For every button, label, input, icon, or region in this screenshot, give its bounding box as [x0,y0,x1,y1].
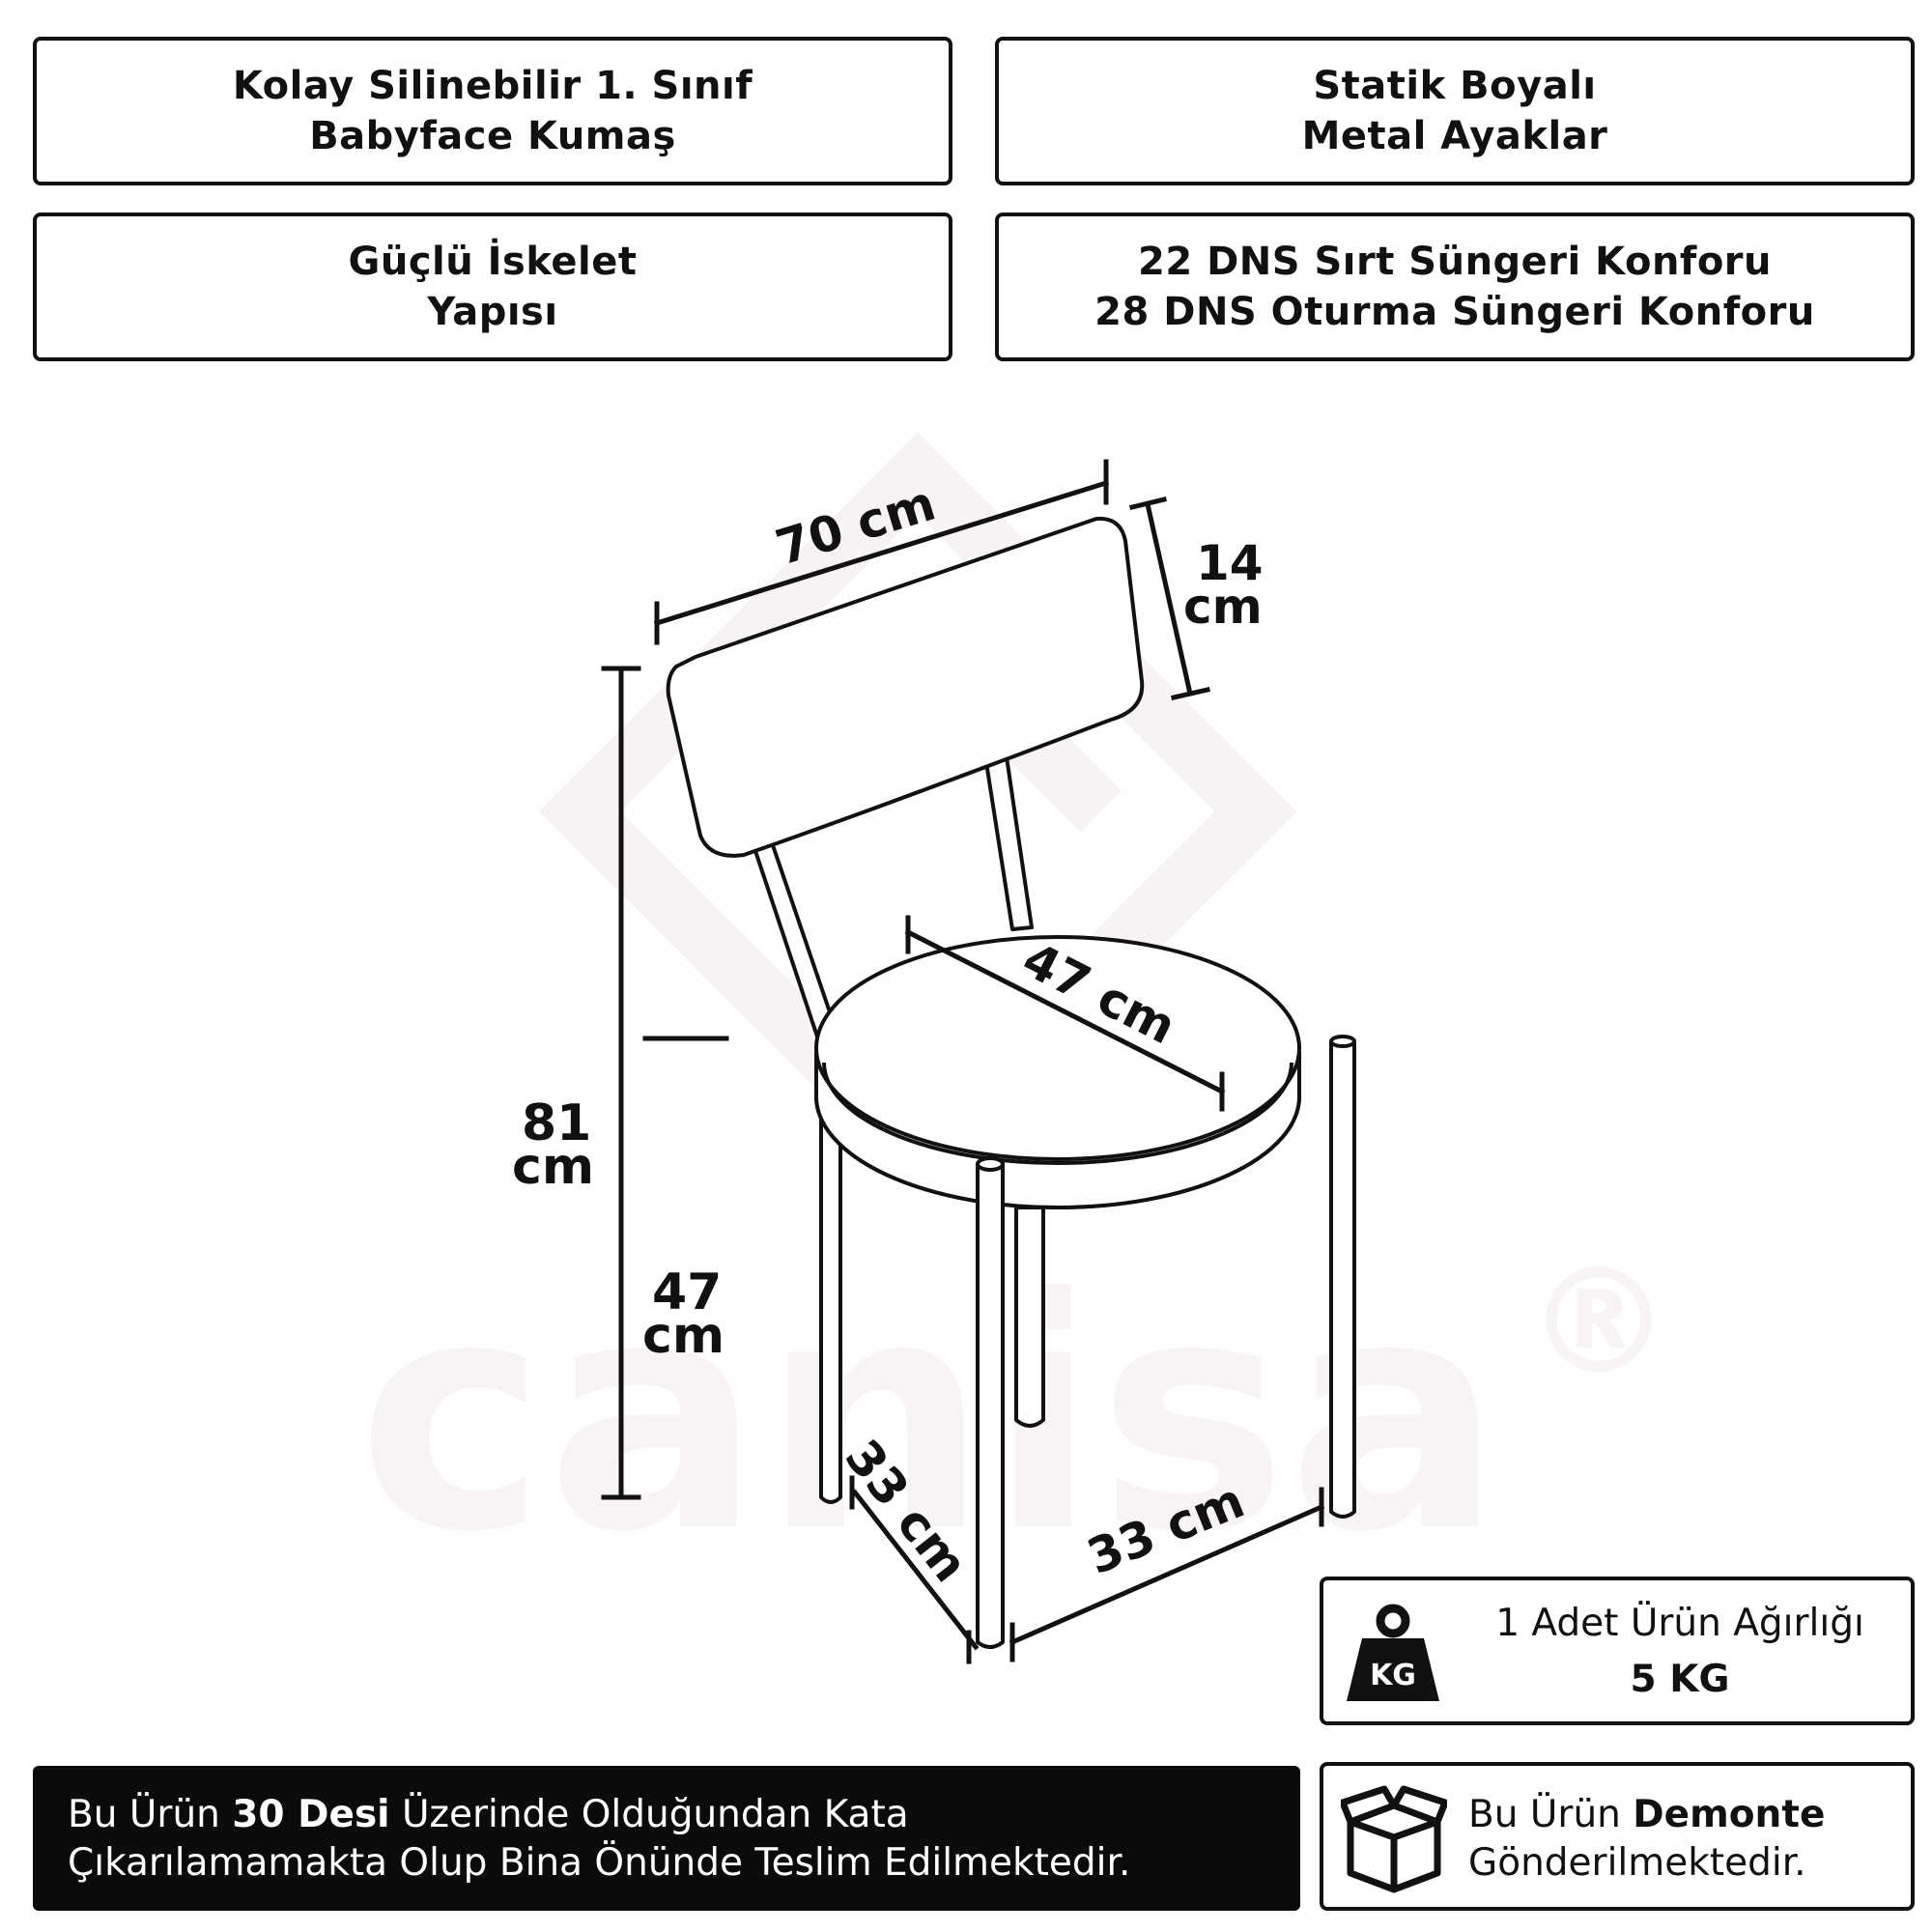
feature-legs-line1: Statik Boyalı [1313,64,1597,108]
dim-total-height-value: 81 [522,1094,591,1152]
assembly-box: Bu Ürün Demonte Gönderilmektedir. [1320,1762,1915,1911]
assembly-bold: Demonte [1633,1793,1826,1836]
dim-leg-depth-line [851,1489,980,1651]
front-leg-center [976,1162,1005,1649]
feature-frame-line1: Güçlü İskelet [348,240,638,284]
assembly-text: Bu Ürün Demonte Gönderilmektedir. [1468,1791,1825,1888]
delivery-prefix: Bu Ürün [68,1793,233,1836]
feature-box-legs: Statik Boyalı Metal Ayaklar [995,37,1915,185]
seat-piping [822,1062,1293,1165]
dim-backrest-height-line [1145,501,1193,696]
box-package-icon [1341,1785,1447,1893]
weight-value: 5 KG [1630,1658,1730,1701]
rear-leg-left [752,843,842,1504]
dim-backrest-height-value: 14 [1196,535,1264,591]
weight-label: 1 Adet Ürün Ağırlığı [1495,1602,1864,1645]
dim-seat-height-value: 47 [652,1264,722,1321]
seat-top [814,935,1301,1161]
assembly-line1: Bu Ürün Demonte [1468,1791,1825,1839]
feature-box-fabric: Kolay Silinebilir 1. Sınıf Babyface Kuma… [33,37,952,185]
dimension-lines [601,459,1325,1664]
weight-box: KG 1 Adet Ürün Ağırlığı 5 KG [1320,1577,1915,1725]
delivery-line1: Bu Ürün 30 Desi Üzerinde Olduğundan Kata [68,1791,1265,1839]
dim-backrest-width-line [653,479,1110,627]
kg-weight-icon: KG [1347,1604,1439,1701]
delivery-suffix: Üzerinde Olduğundan Kata [389,1793,909,1836]
front-leg-center-cap [976,1156,1005,1172]
delivery-desi: 30 Desi [232,1793,390,1836]
assembly-line2: Gönderilmektedir. [1468,1841,1806,1885]
dim-leg-width-line [1009,1503,1325,1646]
feature-legs-line2: Metal Ayaklar [1301,114,1608,158]
dim-seat-height-unit: cm [642,1307,724,1365]
delivery-line2: Çıkarılamamakta Olup Bina Önünde Teslim … [68,1841,1131,1885]
assembly-prefix: Bu Ürün [1468,1793,1634,1836]
feature-box-frame: Güçlü İskelet Yapısı [33,213,952,361]
feature-foam-line1: 22 DNS Sırt Süngeri Konforu [1137,240,1773,284]
feature-fabric-line1: Kolay Silinebilir 1. Sınıf [232,64,753,108]
front-leg-right [1329,1041,1356,1519]
kg-badge-label: KG [1370,1659,1416,1692]
backrest [666,516,1145,858]
dim-seat-diameter-line [904,928,1226,1095]
feature-fabric-line2: Babyface Kumaş [309,114,676,158]
watermark-brand: canisa [357,1231,1502,1602]
feature-box-foam: 22 DNS Sırt Süngeri Konforu 28 DNS Oturm… [995,213,1915,361]
watermark-registered: ® [1526,1238,1671,1406]
feature-foam-line2: 28 DNS Oturma Süngeri Konforu [1094,290,1815,334]
dim-total-height-unit: cm [512,1138,594,1196]
chair-outline [666,516,1356,1649]
delivery-notice: Bu Ürün 30 Desi Üzerinde Olduğundan Kata… [33,1766,1300,1911]
dim-backrest-height-unit: cm [1183,579,1263,635]
rear-leg-right [1014,1206,1045,1428]
front-leg-right-cap [1329,1035,1356,1048]
feature-frame-line2: Yapısı [427,290,558,334]
